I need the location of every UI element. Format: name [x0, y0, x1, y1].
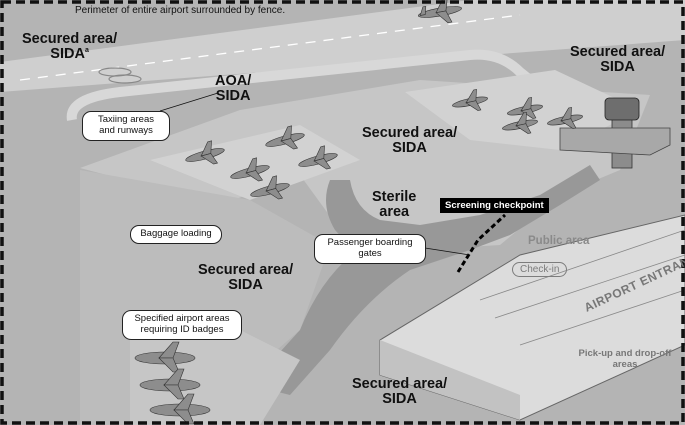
leader-line: [424, 247, 471, 256]
zone-secured-left: Secured area/ SIDA: [198, 262, 294, 294]
road-line: [479, 229, 685, 301]
callout-line1: Taxiing areas: [98, 114, 154, 125]
sterile-concourse: [250, 165, 600, 395]
zone-sterile: Sterile area: [372, 189, 417, 221]
pickup-line2: areas: [612, 359, 638, 371]
airplane-icon: [134, 341, 196, 373]
zone-label-line2: SIDA: [215, 88, 251, 105]
callout-line2: gates: [358, 247, 382, 259]
callout-taxiing: Taxiing areas and runways: [82, 111, 170, 141]
airplane-icon: [547, 106, 583, 129]
pickup-line1: Pick-up and drop-off: [578, 348, 672, 359]
tower-building: [559, 127, 671, 156]
zone-label-line1: Secured area/: [22, 31, 118, 47]
zone-aoa: AOA/ SIDA: [215, 73, 252, 105]
footnote-mark: a: [84, 47, 89, 55]
public-area-label: Public area: [528, 235, 590, 247]
zone-label-line1: AOA/: [215, 73, 252, 89]
road-line: [519, 289, 685, 346]
callout-line2: and runways: [99, 124, 153, 136]
zone-label-line1: Secured area/: [352, 376, 448, 392]
callout-line2: requiring ID badges: [140, 323, 224, 335]
zone-secured-top-left: Secured area/ SIDAa: [22, 31, 118, 62]
zone-secured-center: Secured area/ SIDA: [362, 125, 458, 157]
airplane-icon: [250, 175, 290, 200]
callout-baggage: Baggage loading: [130, 225, 222, 244]
airplane-icon: [507, 96, 543, 119]
callout-id-badges: Specified airport areas requiring ID bad…: [122, 310, 242, 340]
zone-label-line1: Secured area/: [198, 262, 294, 278]
zone-label-line1: Secured area/: [570, 44, 666, 60]
zone-label-line1: Sterile: [372, 189, 417, 205]
perimeter-note: Perimeter of entire airport surrounded b…: [75, 5, 286, 16]
callout-text: Baggage loading: [140, 228, 212, 239]
zone-label-line2: SIDA: [228, 277, 263, 294]
airplane-icon: [298, 145, 338, 170]
airplane-icon: [265, 125, 305, 150]
zone-label-text: SIDA: [50, 46, 85, 63]
terminal-side: [380, 340, 520, 420]
zone-label-line2: SIDA: [382, 391, 417, 408]
runway-marking: [108, 74, 142, 84]
runway-centerline: [19, 14, 521, 81]
pickup-dropoff-label: Pick-up and drop-off areas: [570, 348, 680, 371]
zone-label-line1: Secured area/: [362, 125, 458, 141]
airplane-icon: [502, 111, 538, 134]
screening-checkpoint-label: Screening checkpoint: [440, 198, 549, 213]
zone-label-line2: area: [379, 204, 410, 221]
airplane-icon: [185, 140, 225, 165]
road-line: [494, 254, 685, 319]
checkin-label: Check-in: [512, 262, 568, 277]
callout-line1: Specified airport areas: [134, 313, 230, 324]
airplane-icon: [139, 368, 201, 400]
callout-boarding: Passenger boarding gates: [314, 234, 426, 264]
zone-label-line2: SIDA: [392, 140, 427, 157]
runway: [0, 0, 685, 92]
zone-label-line2: SIDAa: [22, 47, 117, 62]
leader-line: [159, 92, 219, 112]
zone-secured-top-right: Secured area/ SIDA: [570, 44, 666, 76]
callout-line1: Passenger boarding: [327, 237, 413, 248]
tower-cab: [604, 97, 640, 121]
taxiway: [66, 49, 549, 121]
airplane-icon: [452, 88, 488, 111]
airplane-icon: [230, 157, 270, 182]
screening-line: [456, 213, 507, 273]
zone-label-line2: SIDA: [600, 59, 635, 76]
zone-secured-bottom: Secured area/ SIDA: [352, 376, 448, 408]
